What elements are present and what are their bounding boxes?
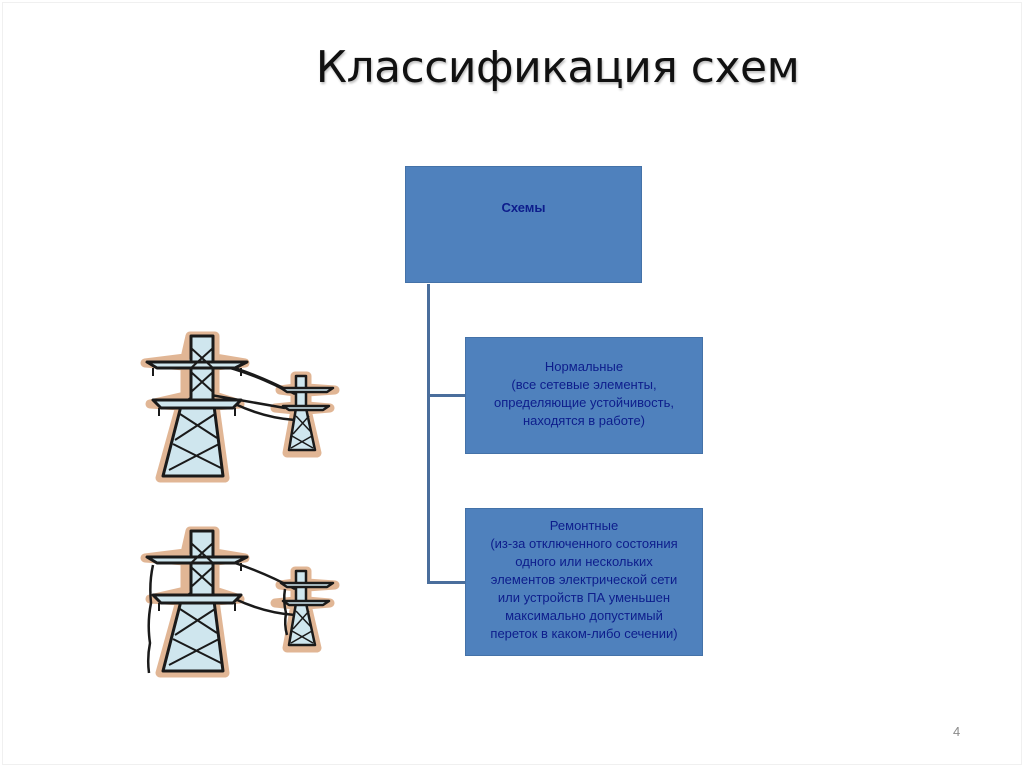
repair-line: или устройств ПА уменьшен bbox=[497, 590, 671, 605]
repair-line: элементов электрической сети bbox=[490, 572, 678, 587]
normal-line: находятся в работе) bbox=[522, 412, 646, 428]
repair-line: переток в каком-либо сечении) bbox=[490, 626, 678, 641]
power-line-towers-damaged-icon bbox=[140, 526, 340, 678]
repair-title: Ремонтные bbox=[549, 518, 619, 533]
repair-line: одного или нескольких bbox=[515, 554, 653, 569]
page-number: 4 bbox=[953, 724, 961, 739]
normal-line: (все сетевые элементы, bbox=[511, 376, 657, 392]
repair-line: (из-за отключенного состояния bbox=[490, 536, 678, 551]
normal-line: определяющие устойчивость, bbox=[493, 394, 675, 410]
diagram-box-repair: Ремонтные (из-за отключенного состояния … bbox=[465, 508, 703, 656]
diagram-root-box: Схемы bbox=[405, 166, 642, 283]
slide-title: Классификация схем bbox=[315, 42, 800, 93]
connector-vertical bbox=[427, 284, 430, 584]
repair-line: максимально допустимый bbox=[505, 608, 663, 623]
connector-to-normal bbox=[427, 394, 465, 397]
connector-to-repair bbox=[427, 581, 465, 584]
normal-title: Нормальные bbox=[544, 358, 624, 374]
root-label: Схемы bbox=[501, 200, 546, 215]
diagram-box-normal: Нормальные (все сетевые элементы, опреде… bbox=[465, 337, 703, 454]
power-line-towers-icon bbox=[140, 331, 340, 483]
